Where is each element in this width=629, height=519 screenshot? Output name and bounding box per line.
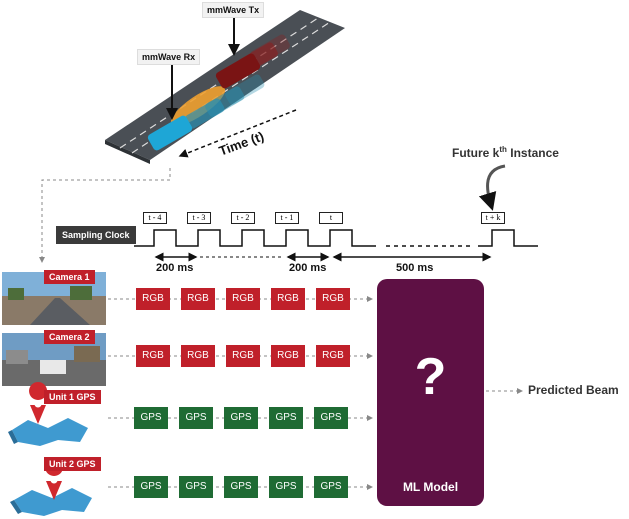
gps-chip: GPS [224, 407, 258, 429]
gps-chip: GPS [269, 476, 303, 498]
rgb-chip: RGB [181, 288, 215, 310]
future-label: Future kth Instance [452, 145, 559, 160]
predicted-beam-label: Predicted Beam [528, 383, 619, 397]
rgb-chip: RGB [136, 345, 170, 367]
future-label-sup: th [499, 145, 507, 154]
interval-label-3: 500 ms [396, 262, 434, 274]
gps-chip: GPS [269, 407, 303, 429]
unit-1-gps-label: Unit 1 GPS [44, 390, 101, 404]
tick-t: t [319, 212, 343, 224]
rgb-chip: RGB [226, 345, 260, 367]
rgb-chip: RGB [316, 288, 350, 310]
gps-chip: GPS [134, 476, 168, 498]
gps-map-icon-1 [8, 382, 88, 446]
tick-t-4: t - 4 [143, 212, 167, 224]
rgb-chip: RGB [316, 345, 350, 367]
interval-label-2: 200 ms [289, 262, 327, 274]
gps-chip: GPS [179, 476, 213, 498]
clock-waveform [134, 229, 376, 247]
ml-model-label: ML Model [402, 480, 459, 494]
ml-model-box: ? ML Model [377, 279, 484, 506]
camera-2-label: Camera 2 [44, 330, 95, 344]
rgb-chip: RGB [271, 288, 305, 310]
interval-label-1: 200 ms [156, 262, 194, 274]
tick-t-plus-k: t + k [481, 212, 505, 224]
gps-chip: GPS [179, 407, 213, 429]
rgb-chip: RGB [226, 288, 260, 310]
future-label-suffix: Instance [506, 146, 559, 160]
camera-1-label: Camera 1 [44, 270, 95, 284]
sampling-clock-label: Sampling Clock [56, 226, 136, 244]
rgb-chip: RGB [181, 345, 215, 367]
rgb-chip: RGB [136, 288, 170, 310]
future-label-main: Future k [452, 146, 500, 160]
tx-label: mmWave Tx [202, 2, 265, 18]
clock-future-pulse [478, 229, 538, 247]
tx-vehicle [215, 34, 290, 89]
rgb-chip: RGB [271, 345, 305, 367]
tick-t-3: t - 3 [187, 212, 211, 224]
gps-chip: GPS [224, 476, 258, 498]
scene-to-sensors-connector [39, 168, 171, 263]
unit-2-gps-label: Unit 2 GPS [44, 457, 101, 471]
gps-chip: GPS [314, 476, 348, 498]
road-scene [105, 10, 345, 164]
question-mark: ? [414, 348, 447, 406]
gps-chip: GPS [314, 407, 348, 429]
tick-t-1: t - 1 [275, 212, 299, 224]
future-arrow [478, 164, 506, 211]
tick-t-2: t - 2 [231, 212, 255, 224]
rx-label: mmWave Rx [137, 49, 201, 65]
rx-vehicle [147, 74, 265, 151]
gps-chip: GPS [134, 407, 168, 429]
